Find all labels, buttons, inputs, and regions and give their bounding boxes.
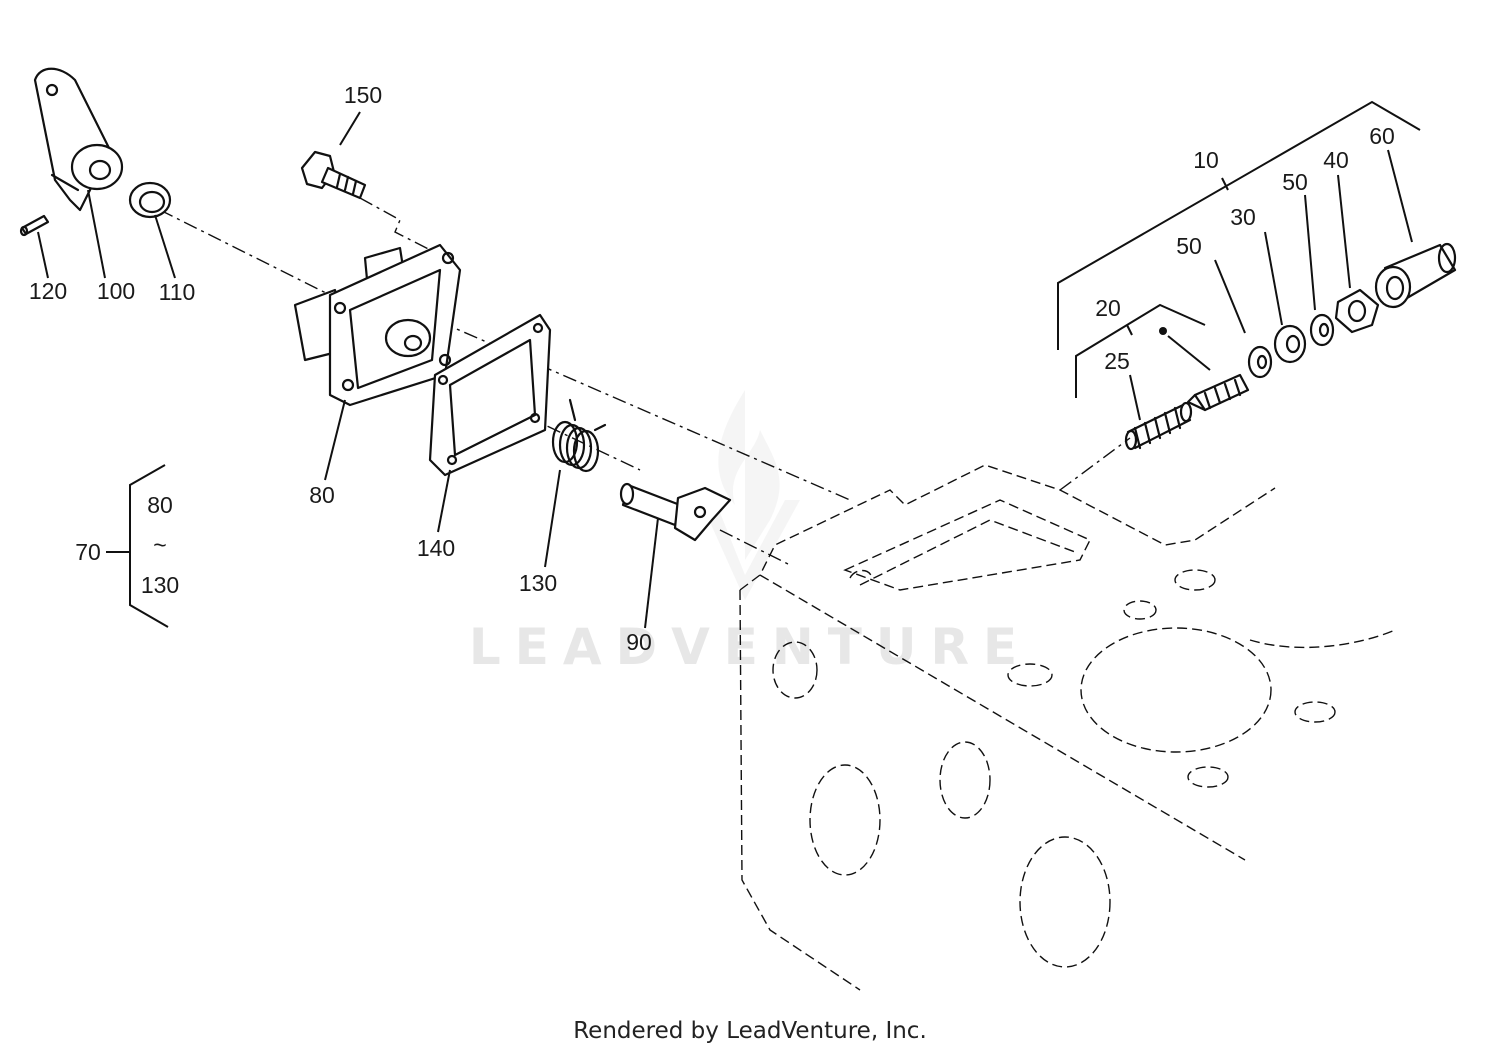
kit-brackets (1057, 100, 1421, 398)
part-30-nut (1273, 324, 1307, 364)
callout-10: 10 (1193, 147, 1219, 173)
callout-40: 40 (1323, 147, 1349, 173)
part-100-lever (33, 67, 124, 212)
watermark-text: LEADVENTURE (469, 618, 1031, 676)
callout-100: 100 (97, 278, 135, 304)
part-20-screw (1159, 327, 1250, 412)
callout-50-a: 50 (1176, 233, 1202, 259)
bracket-20 (1075, 303, 1206, 398)
part-50-washer-b (1309, 313, 1335, 347)
part-25-spring (1124, 401, 1193, 451)
part-150-bolt (300, 150, 367, 200)
group-bracket-70: 70 80 ~ 130 (75, 464, 179, 628)
engine-block (739, 464, 1396, 991)
callout-20: 20 (1095, 295, 1121, 321)
group-label-70: 70 (75, 539, 101, 565)
part-140-gasket (428, 313, 552, 477)
group-range-from: 80 (147, 492, 173, 518)
watermark: LEADVENTURE (469, 390, 1031, 676)
callout-150: 150 (344, 82, 382, 108)
callout-50-b: 50 (1282, 169, 1308, 195)
callout-90: 90 (626, 629, 652, 655)
callout-130: 130 (519, 570, 557, 596)
callout-labels: 150 120 100 110 80 140 130 90 10 20 25 5… (29, 82, 1395, 655)
callout-60: 60 (1369, 123, 1395, 149)
part-120-pin (19, 214, 50, 237)
callout-30: 30 (1230, 204, 1256, 230)
group-range-to: 130 (141, 572, 179, 598)
part-90-shaft (619, 482, 732, 542)
footer-credit: Rendered by LeadVenture, Inc. (573, 1018, 927, 1044)
part-60-cover (1374, 242, 1457, 309)
bracket-10 (1057, 100, 1421, 350)
watermark-flame-logo (700, 390, 800, 600)
leader-lines (37, 111, 1413, 629)
callout-120: 120 (29, 278, 67, 304)
part-130-spring (551, 398, 607, 473)
part-110-bushing (128, 181, 172, 219)
callout-80: 80 (309, 482, 335, 508)
part-40-cap-nut (1334, 288, 1380, 334)
callout-110: 110 (159, 279, 196, 305)
callout-140: 140 (417, 535, 455, 561)
callout-25: 25 (1104, 348, 1130, 374)
part-80-housing (293, 243, 462, 407)
part-20-dot-marker (1159, 327, 1167, 335)
group-range-symbol: ~ (153, 532, 166, 558)
part-50-washer-a (1247, 345, 1273, 379)
